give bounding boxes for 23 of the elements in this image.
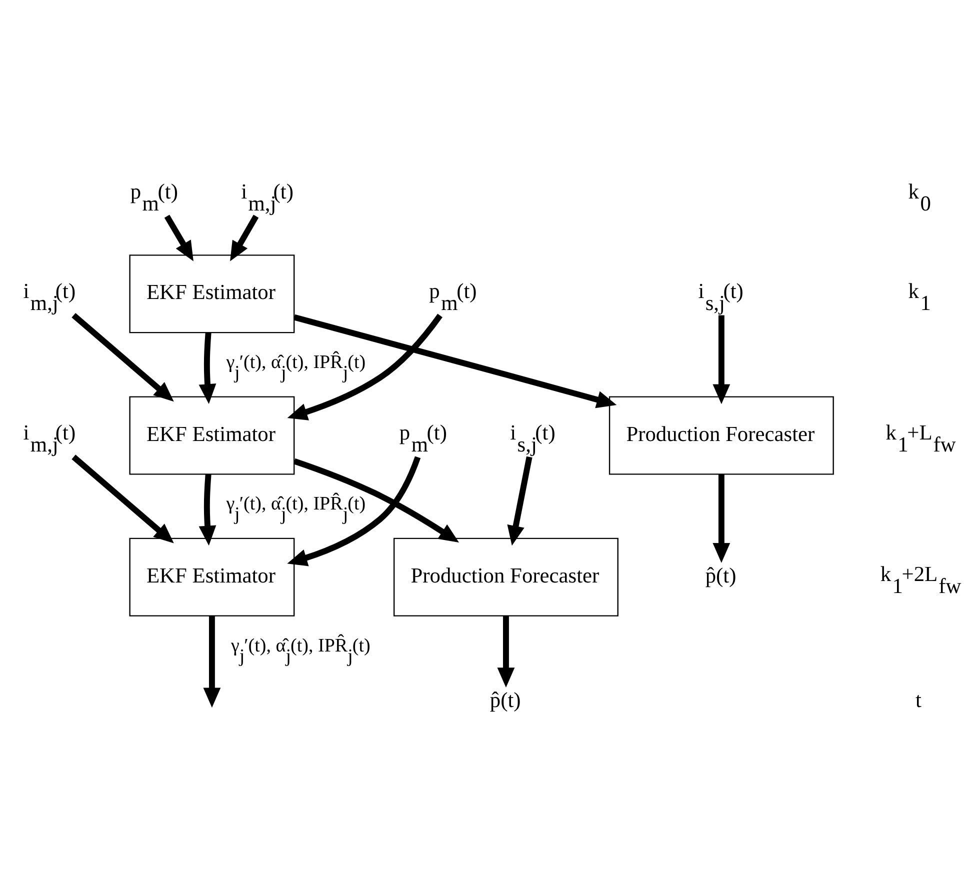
node-box: EKF Estimator <box>128 538 294 616</box>
arrow <box>71 313 174 402</box>
arrow <box>712 315 730 404</box>
arrow <box>506 456 532 546</box>
label: t <box>914 688 921 712</box>
node-text: p̂(t) <box>704 563 736 588</box>
arrow <box>198 474 216 546</box>
node-box: Production Forecaster <box>392 538 618 616</box>
arrow <box>286 456 420 566</box>
arrow <box>198 332 216 404</box>
arrow <box>292 458 458 542</box>
node-box: EKF Estimator <box>128 254 294 334</box>
node-box: Production Forecaster <box>608 396 834 475</box>
arrow <box>230 214 258 262</box>
arrow <box>712 474 730 563</box>
arrow <box>293 314 616 408</box>
node-box: EKF Estimator <box>128 396 294 475</box>
arrow <box>164 214 193 262</box>
arrow <box>496 616 514 688</box>
arrow <box>202 616 220 708</box>
node-text: p̂(t) <box>489 688 520 712</box>
arrow <box>71 454 174 544</box>
arrow <box>286 314 442 420</box>
